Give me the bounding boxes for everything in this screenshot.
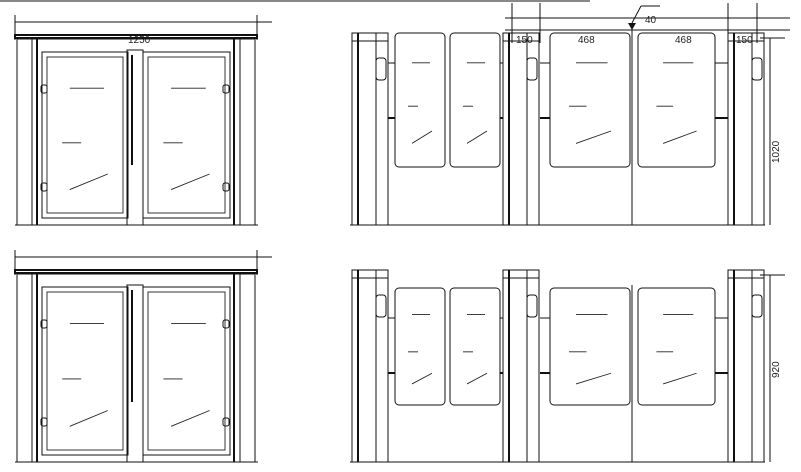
post-bracket <box>526 57 538 81</box>
post-bracket <box>375 294 387 318</box>
post-bracket <box>375 57 387 81</box>
glass-reflection-mark <box>662 130 697 144</box>
leader-line <box>631 5 642 24</box>
center-mullion <box>126 49 144 226</box>
dim-gap: 40 <box>645 15 657 26</box>
glass-reflection-mark <box>466 130 488 144</box>
glass-pane <box>46 291 124 451</box>
glass-reflection-mark <box>170 173 210 191</box>
gate-glass-panel <box>549 32 631 168</box>
glass-reflection-mark <box>69 173 108 191</box>
gate-post <box>502 32 540 226</box>
glass-leaf-right <box>142 286 231 456</box>
door-header <box>14 269 258 274</box>
center-mullion <box>126 284 144 463</box>
door-inner-frame <box>31 38 241 226</box>
gate-glass-panel <box>394 32 446 168</box>
glass-reflection-mark <box>466 372 488 385</box>
double-door-elevation <box>14 15 272 226</box>
glass-reflection-mark <box>662 372 697 385</box>
dim-height-top: 1020 <box>771 140 782 163</box>
glass-reflection-mark <box>411 130 433 144</box>
glass-reflection-mark <box>575 130 612 144</box>
dim-post-right: 150 <box>736 35 753 46</box>
gate-post <box>727 269 765 463</box>
glass-reflection-mark <box>69 410 108 427</box>
gate-post <box>351 269 389 463</box>
door-inner-frame <box>31 273 241 463</box>
glass-reflection-mark <box>411 372 433 385</box>
glass-leaf-left <box>41 286 129 456</box>
hinge <box>40 319 48 329</box>
hinge <box>222 182 230 192</box>
glass-leaf-right <box>142 51 231 219</box>
hinge <box>40 182 48 192</box>
dim-height-bottom: 920 <box>771 361 782 378</box>
gate-glass-panel <box>449 287 501 406</box>
dim-panel-left: 468 <box>578 35 595 46</box>
gate-post <box>727 32 765 226</box>
leader-arrow-icon <box>628 23 636 30</box>
gate-post <box>502 269 540 463</box>
gate-elevation <box>350 269 785 463</box>
post-bracket <box>751 294 763 318</box>
glass-pane <box>147 56 226 214</box>
hinge <box>222 319 230 329</box>
gate-glass-panel <box>394 287 446 406</box>
glass-reflection-mark <box>575 372 612 385</box>
dim-post-left: 150 <box>516 35 533 46</box>
gate-glass-panel <box>637 32 716 168</box>
double-door-elevation <box>14 250 272 463</box>
hinge <box>40 84 48 94</box>
gate-elevation <box>350 3 790 226</box>
post-bracket <box>526 294 538 318</box>
gate-glass-panel <box>449 32 501 168</box>
hinge <box>40 417 48 427</box>
glass-pane <box>147 291 226 451</box>
glass-pane <box>46 56 124 214</box>
door-frame <box>16 38 256 226</box>
gate-post <box>351 32 389 226</box>
dim-door-width: 1250 <box>128 35 151 46</box>
glass-reflection-mark <box>170 410 210 427</box>
post-bracket <box>751 57 763 81</box>
hinge <box>222 84 230 94</box>
hinge <box>222 417 230 427</box>
gate-glass-panel <box>549 287 631 406</box>
glass-leaf-left <box>41 51 129 219</box>
door-header <box>14 34 258 39</box>
dim-panel-right: 468 <box>675 35 692 46</box>
door-frame <box>16 273 256 463</box>
gate-glass-panel <box>637 287 716 406</box>
